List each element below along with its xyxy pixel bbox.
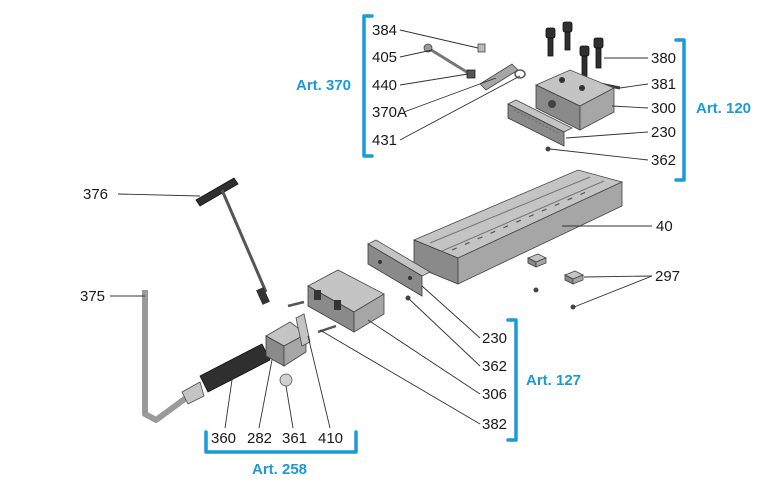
base-rail-40 [412,169,624,285]
label-410: 410 [318,430,343,447]
hex-key-375 [142,290,188,423]
ring-431 [514,69,526,79]
group-label-art-370: Art. 370 [296,77,351,94]
clamp-block-306 [307,269,385,333]
label-230-upper: 230 [651,124,676,141]
cap-screw-380 [545,21,604,77]
label-380: 380 [651,50,676,67]
bracket-art-370 [362,14,374,158]
nut-440 [466,69,476,79]
group-label-art-258: Art. 258 [252,461,307,478]
label-282: 282 [247,430,272,447]
label-375: 375 [80,288,105,305]
ball-361 [279,373,293,387]
group-label-art-127: Art. 127 [526,372,581,389]
label-306: 306 [482,386,507,403]
label-297: 297 [655,268,680,285]
label-362-upper: 362 [651,152,676,169]
jaw-plate-230-lower [367,239,431,297]
group-label-art-120: Art. 120 [696,100,751,117]
label-405: 405 [372,49,397,66]
label-431: 431 [372,132,397,149]
label-382: 382 [482,416,507,433]
jaw-plate-230-upper [507,99,573,147]
plate-370A [479,63,519,91]
bracket-art-120 [674,38,686,182]
label-360: 360 [211,430,236,447]
nut-297 [527,253,584,310]
clamp-body-282 [265,313,311,367]
bolt-405 [423,43,471,76]
label-300: 300 [651,100,676,117]
label-370A: 370A [372,104,407,121]
clamp-block-300 [535,69,615,131]
label-381: 381 [651,76,676,93]
t-handle-376 [195,177,270,305]
label-384: 384 [372,22,397,39]
label-361: 361 [282,430,307,447]
pin-362-upper [545,146,551,152]
label-440: 440 [372,77,397,94]
label-376: 376 [83,186,108,203]
label-40: 40 [656,218,673,235]
bracket-art-258 [204,430,358,454]
label-230-lower: 230 [482,330,507,347]
washer-384 [477,43,486,53]
label-362-lower: 362 [482,358,507,375]
bracket-art-127 [506,318,518,442]
spindle-360 [181,343,271,405]
leader-lines [110,29,653,429]
